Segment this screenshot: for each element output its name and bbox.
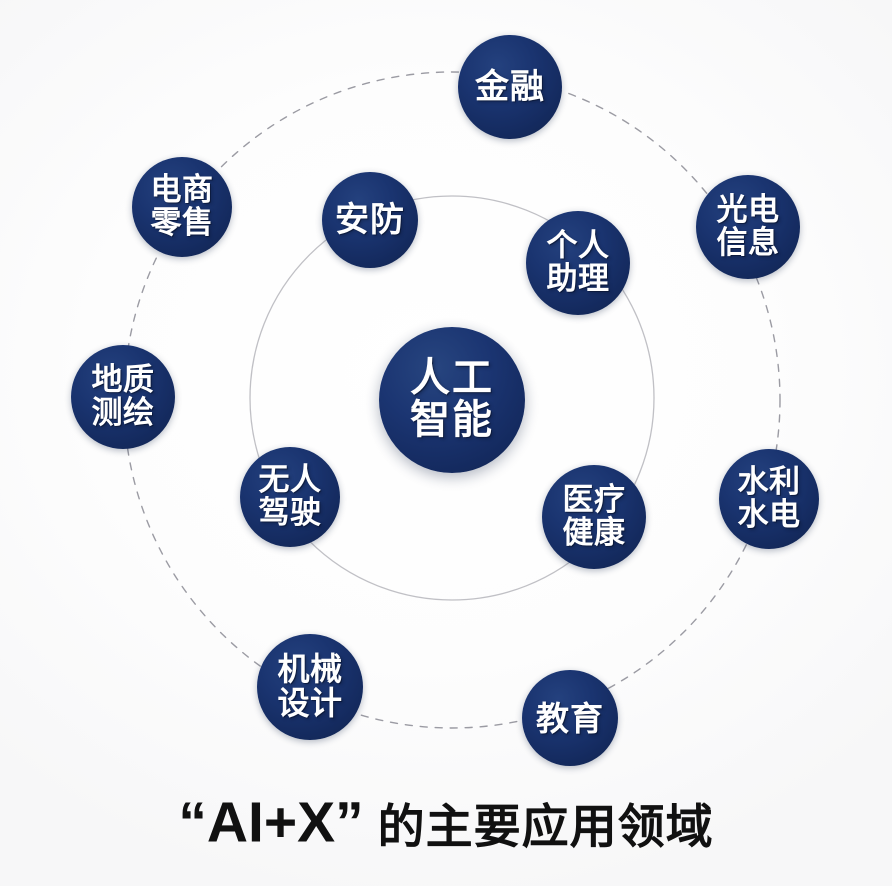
caption-subject-text: 的主要应用领域 [377,800,714,853]
node-label-water-conservancy-hydropower: 水利 水电 [737,464,801,532]
node-education[interactable]: 教育 [522,670,618,766]
diagram-caption: “AI+X”的主要应用领域 [0,788,892,857]
node-finance[interactable]: 金融 [458,35,562,139]
node-label-medical-health: 医疗 健康 [562,482,626,550]
node-label-security: 安防 [335,201,405,239]
node-label-personal-assistant: 个人 助理 [546,228,610,296]
node-water-conservancy-hydropower[interactable]: 水利 水电 [719,449,819,549]
node-personal-assistant[interactable]: 个人 助理 [526,211,630,315]
node-medical-health[interactable]: 医疗 健康 [542,465,646,569]
node-label-education: 教育 [536,699,604,737]
node-geological-surveying[interactable]: 地质 测绘 [71,345,175,449]
node-label-mechanical-design: 机械 设计 [277,651,343,721]
node-artificial-intelligence[interactable]: 人工 智能 [379,327,525,473]
node-mechanical-design[interactable]: 机械 设计 [257,634,363,740]
node-label-finance: 金融 [475,68,545,106]
node-optoelectronic-information[interactable]: 光电 信息 [696,175,800,279]
node-label-autonomous-driving: 无人 驾驶 [258,462,322,530]
node-label-geological-surveying: 地质 测绘 [91,362,155,430]
node-label-ecommerce-retail: 电商 零售 [150,172,214,240]
node-ecommerce-retail[interactable]: 电商 零售 [132,157,232,257]
node-autonomous-driving[interactable]: 无人 驾驶 [240,447,340,547]
node-label-optoelectronic-information: 光电 信息 [716,192,780,260]
node-label-artificial-intelligence: 人工 智能 [410,356,494,442]
node-security[interactable]: 安防 [322,172,418,268]
caption-quoted-term: “AI+X” [178,790,364,855]
